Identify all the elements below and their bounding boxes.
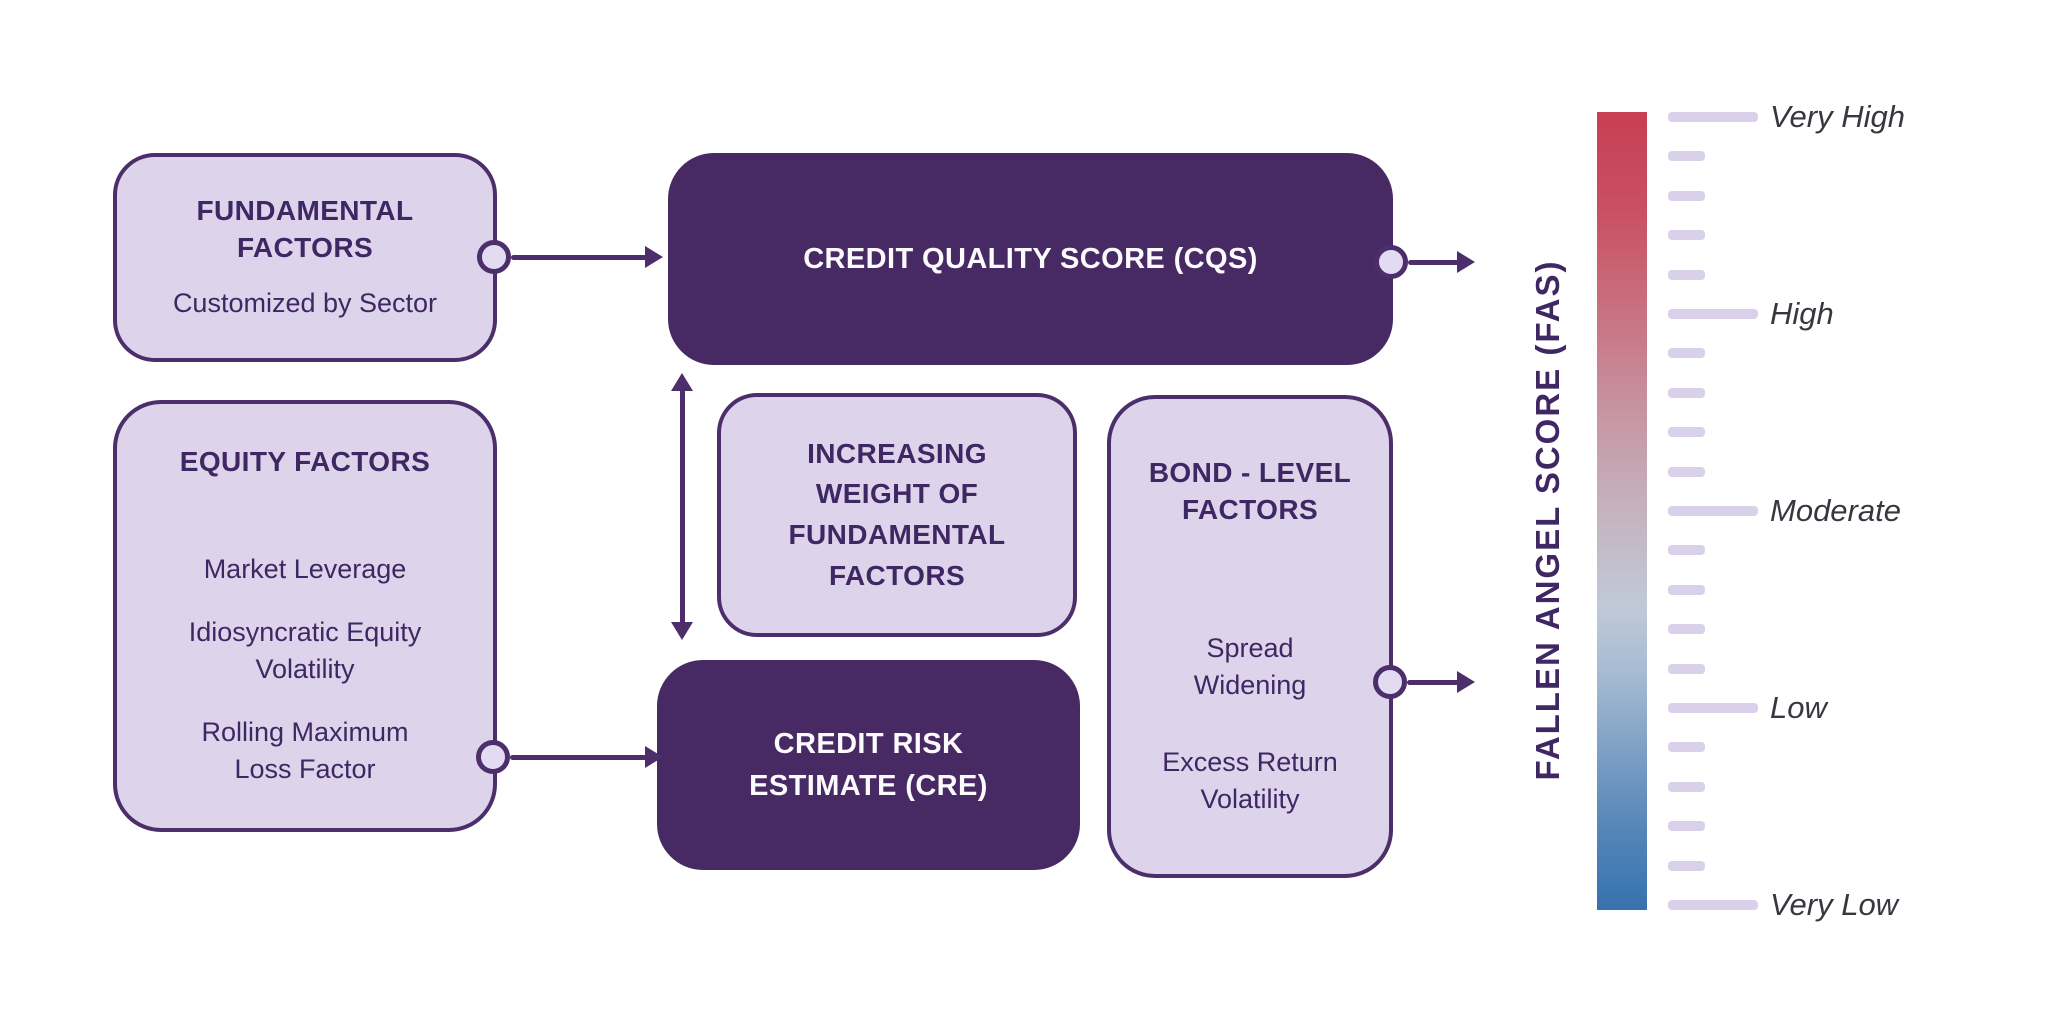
fas-tick-ruler: [1668, 112, 1768, 912]
equity-factor-item: Market Leverage: [203, 554, 407, 585]
major-tick: [1668, 900, 1758, 910]
minor-tick: [1668, 388, 1705, 398]
equity-factor-item: Idiosyncratic Equity Volatility: [188, 617, 422, 684]
bond-factor-item: Spread Widening: [1193, 633, 1307, 701]
arrow-cqs-to-fas: [1408, 260, 1459, 265]
minor-tick: [1668, 427, 1705, 437]
credit-risk-estimate-title: CREDIT RISK ESTIMATE (CRE): [749, 727, 988, 802]
bond-level-factors-box: BOND - LEVEL FACTORS Spread Widening Exc…: [1107, 395, 1393, 878]
bond-level-factors-title: BOND - LEVEL FACTORS: [1148, 456, 1352, 525]
arrow-right-icon: [1457, 671, 1475, 693]
major-tick: [1668, 112, 1758, 122]
bond-factor-item: Excess Return Volatility: [1162, 747, 1338, 815]
minor-tick: [1668, 151, 1705, 161]
fas-level-label: High: [1770, 296, 1834, 331]
arrow-up-icon: [671, 373, 693, 391]
arrow-fundamental-to-cqs: [511, 255, 647, 260]
arrow-right-icon: [1457, 251, 1475, 273]
arrow-cqs-cre-double: [680, 389, 685, 624]
credit-quality-score-box: CREDIT QUALITY SCORE (CQS): [668, 153, 1393, 365]
minor-tick: [1668, 821, 1705, 831]
minor-tick: [1668, 270, 1705, 280]
minor-tick: [1668, 348, 1705, 358]
fas-level-label: Low: [1770, 690, 1827, 725]
major-tick: [1668, 703, 1758, 713]
connector-dot: [477, 240, 511, 274]
minor-tick: [1668, 230, 1705, 240]
fallen-angel-score-label: FALLEN ANGEL SCORE (FAS): [1529, 259, 1566, 781]
fas-gradient-bar: [1597, 112, 1647, 910]
minor-tick: [1668, 624, 1705, 634]
credit-quality-score-title: CREDIT QUALITY SCORE (CQS): [803, 242, 1258, 275]
major-tick: [1668, 309, 1758, 319]
fundamental-factors-subtitle: Customized by Sector: [172, 287, 438, 318]
arrow-right-icon: [645, 246, 663, 268]
minor-tick: [1668, 585, 1705, 595]
increasing-weight-box: INCREASING WEIGHT OF FUNDAMENTAL FACTORS: [717, 393, 1077, 637]
minor-tick: [1668, 545, 1705, 555]
connector-dot: [1374, 245, 1408, 279]
equity-factor-item: Rolling Maximum Loss Factor: [201, 716, 409, 784]
connector-dot: [476, 740, 510, 774]
minor-tick: [1668, 782, 1705, 792]
major-tick: [1668, 506, 1758, 516]
fas-level-label: Moderate: [1770, 493, 1901, 528]
increasing-weight-title: INCREASING WEIGHT OF FUNDAMENTAL FACTORS: [788, 437, 1006, 591]
equity-factors-box: EQUITY FACTORS Market Leverage Idiosyncr…: [113, 400, 497, 832]
minor-tick: [1668, 467, 1705, 477]
minor-tick: [1668, 861, 1705, 871]
minor-tick: [1668, 742, 1705, 752]
arrow-bond-to-fas: [1407, 680, 1459, 685]
fundamental-factors-box: FUNDAMENTAL FACTORS Customized by Sector: [113, 153, 497, 362]
fundamental-factors-title: FUNDAMENTAL FACTORS: [196, 195, 414, 263]
arrow-right-icon: [645, 746, 663, 768]
minor-tick: [1668, 191, 1705, 201]
minor-tick: [1668, 664, 1705, 674]
fas-level-label: Very High: [1770, 99, 1905, 134]
arrow-down-icon: [671, 622, 693, 640]
credit-risk-estimate-box: CREDIT RISK ESTIMATE (CRE): [657, 660, 1080, 870]
equity-factors-title: EQUITY FACTORS: [179, 446, 431, 478]
arrow-equity-to-cre: [510, 755, 647, 760]
fas-level-label: Very Low: [1770, 887, 1899, 922]
connector-dot: [1373, 665, 1407, 699]
